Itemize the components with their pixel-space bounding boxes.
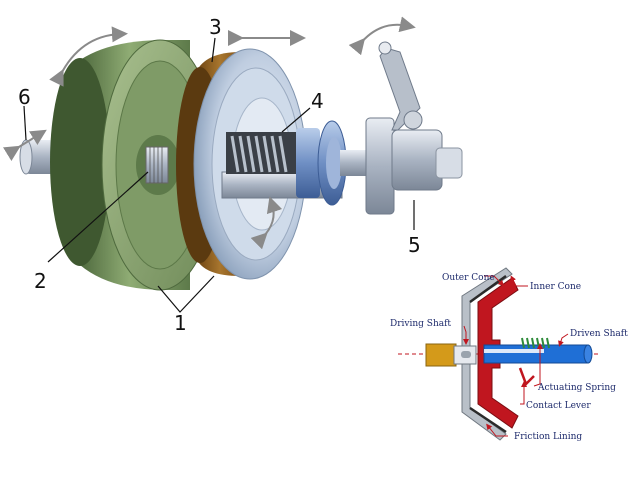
label-contact-lever: Contact Lever [526,401,591,411]
callout-4: 4 [311,89,324,113]
callout-2: 2 [34,269,47,293]
label-inner-cone: Inner Cone [530,282,581,292]
label-actuating-spring: Actuating Spring [537,383,616,393]
release-fork [340,41,463,215]
motion-arrows [2,16,416,250]
callout-1: 1 [174,311,187,335]
contact-lever [518,367,535,387]
callout-6: 6 [18,85,31,109]
driving-shaft [425,343,457,367]
section-leaders [463,275,569,437]
cross-section: Outer Cone Inner Cone Driving Shaft Driv… [390,267,628,442]
callout-3: 3 [209,15,222,39]
clutch-spring [230,135,288,173]
driven-shaft [483,344,589,364]
label-driven-shaft: Driven Shaft [570,329,628,339]
clutch-shaft [221,120,347,206]
callout-5: 5 [408,233,421,257]
label-driving-shaft: Driving Shaft [390,319,451,329]
exploded-view: 1 2 3 4 5 6 [2,15,463,335]
label-outer-cone: Outer Cone [442,273,495,283]
label-friction-lining: Friction Lining [514,432,582,442]
callout-leaders [23,37,415,313]
